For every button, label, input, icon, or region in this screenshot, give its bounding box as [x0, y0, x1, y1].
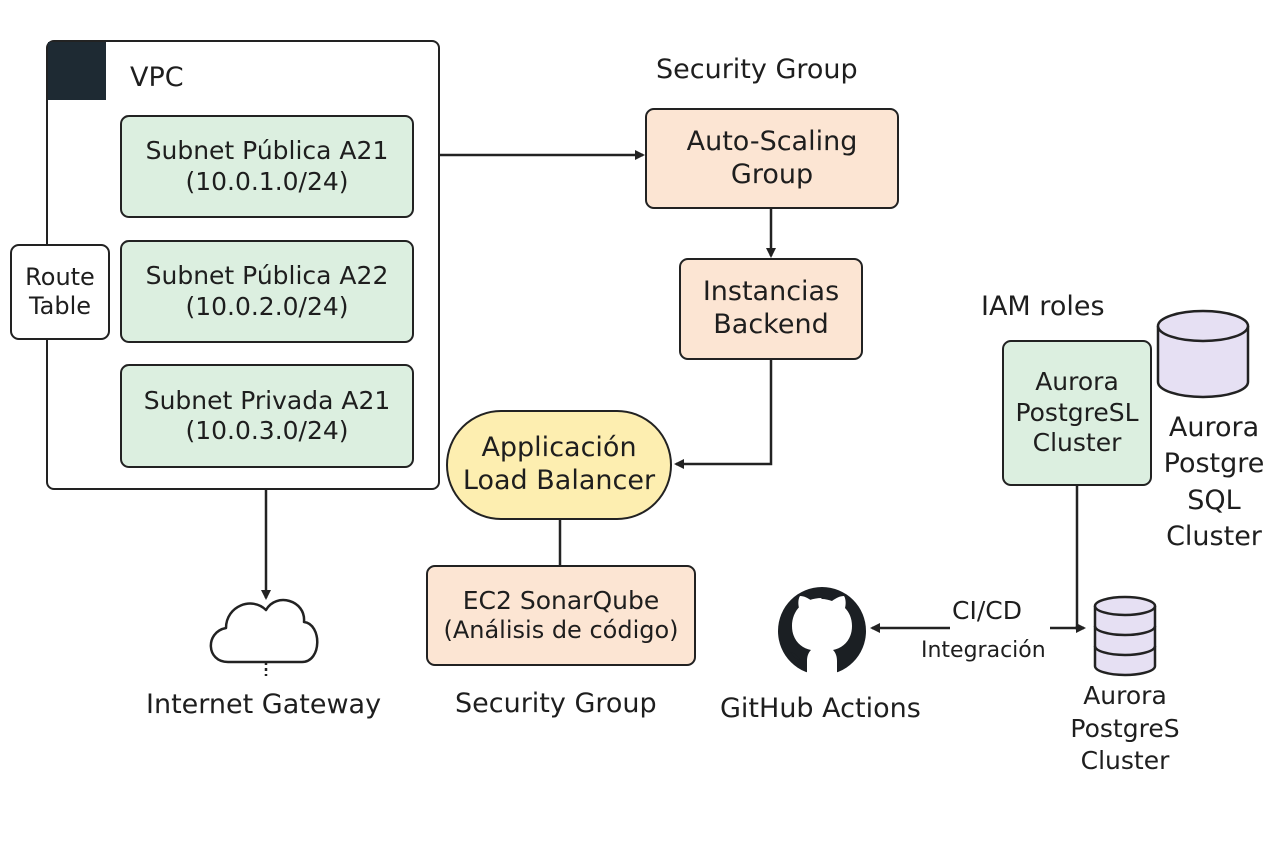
aurora-db-top-line-1: Aurora	[1168, 412, 1260, 443]
subnet-privada-a21[interactable]: Subnet Privada A21 (10.0.3.0/24)	[120, 364, 414, 468]
route-table-box[interactable]: Route Table	[10, 244, 110, 340]
subnet-name: Subnet Pública A22	[145, 261, 389, 290]
auto-scaling-group-box[interactable]: Auto-Scaling Group	[645, 108, 899, 209]
github-icon	[778, 587, 866, 675]
subnet-name: Subnet Pública A21	[145, 136, 389, 165]
subnet-name: Subnet Privada A21	[143, 385, 391, 415]
application-load-balancer-box[interactable]: Applicación Load Balancer	[446, 410, 672, 520]
aurora-to-db-arrow	[1075, 486, 1079, 630]
alb-label-2: Load Balancer	[462, 465, 656, 496]
iam-roles-label: IAM roles	[981, 291, 1105, 322]
aurora-db-bottom-label: Aurora PostgreS Cluster	[1050, 680, 1200, 778]
alb-label-1: Applicación	[481, 432, 637, 464]
ec2-sonarqube-box[interactable]: EC2 SonarQube (Análisis de código)	[426, 565, 696, 666]
instances-to-alb-arrow	[674, 360, 773, 469]
aurora-db-bottom-line-1: Aurora	[1083, 681, 1167, 710]
aurora-db-top-line-2: Postgre	[1163, 448, 1265, 480]
aurora-db-bottom-line-2: PostgreS	[1070, 713, 1180, 743]
instances-label-2: Backend	[713, 309, 829, 340]
github-actions-label: GitHub Actions	[720, 693, 921, 724]
database-stack-icon	[1093, 595, 1157, 677]
subnet-cidr: (10.0.2.0/24)	[185, 291, 349, 321]
cloud-icon	[209, 598, 319, 676]
aurora-postgresl-cluster-box[interactable]: Aurora PostgreSL Cluster	[1002, 340, 1152, 486]
instances-backend-box[interactable]: Instancias Backend	[679, 258, 863, 360]
subnet-publica-a22[interactable]: Subnet Pública A22 (10.0.2.0/24)	[120, 240, 414, 343]
security-group-label-bottom: Security Group	[455, 688, 657, 719]
auto-scaling-label-2: Group	[730, 158, 814, 190]
security-group-label-top: Security Group	[656, 54, 858, 85]
vpc-corner-marker	[48, 42, 106, 100]
database-icon	[1156, 309, 1250, 399]
aurora-db-bottom-line-3: Cluster	[1080, 746, 1170, 775]
subnet-cidr: (10.0.1.0/24)	[185, 166, 349, 196]
aurora-box-label-2: PostgreSL	[1015, 397, 1139, 427]
aurora-db-top-line-3: SQL	[1187, 484, 1241, 516]
route-table-label-1: Route	[25, 262, 95, 291]
internet-gateway-label: Internet Gateway	[146, 689, 382, 720]
aurora-db-top-label: Aurora Postgre SQL Cluster	[1148, 410, 1280, 556]
sonarqube-label-1: EC2 SonarQube	[462, 585, 660, 615]
auto-scaling-label-1: Auto-Scaling	[686, 125, 858, 157]
aurora-box-label-1: Aurora	[1035, 367, 1119, 397]
instances-label-1: Instancias	[702, 276, 840, 308]
cicd-label: CI/CD	[952, 596, 1022, 625]
sonarqube-label-2: (Análisis de código)	[443, 616, 679, 645]
vpc-title: VPC	[130, 62, 184, 93]
subnet-publica-a21[interactable]: Subnet Pública A21 (10.0.1.0/24)	[120, 115, 414, 218]
route-table-label-2: Table	[28, 292, 92, 320]
aurora-db-top-line-4: Cluster	[1166, 521, 1262, 553]
subnet-cidr: (10.0.3.0/24)	[185, 416, 349, 445]
integracion-label: Integración	[921, 638, 1046, 663]
aurora-box-label-3: Cluster	[1032, 428, 1122, 458]
